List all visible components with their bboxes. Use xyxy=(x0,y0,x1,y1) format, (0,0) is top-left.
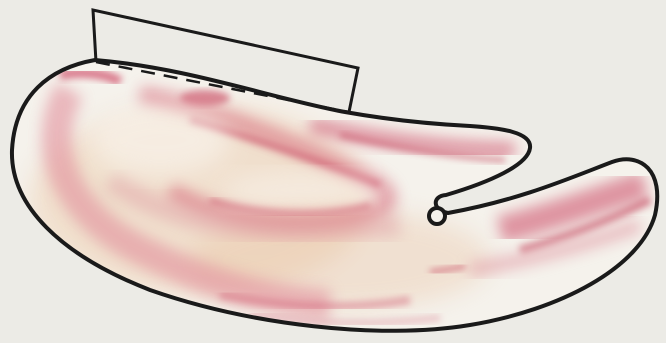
drilled-hole xyxy=(429,208,445,224)
